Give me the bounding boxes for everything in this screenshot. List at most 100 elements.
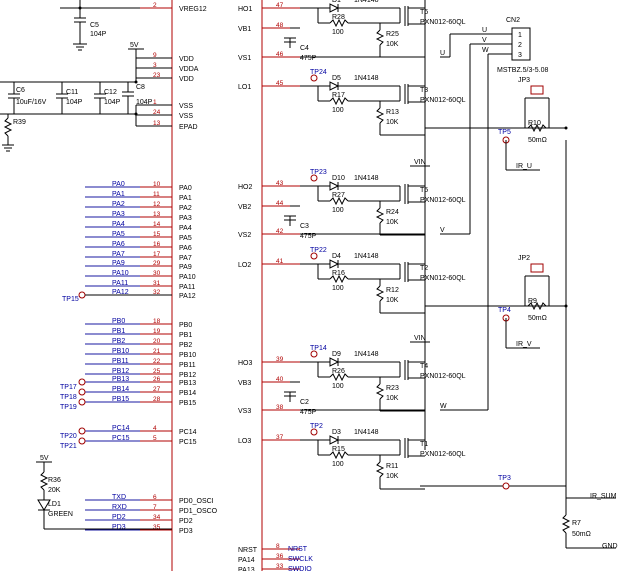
driver-pin-num: 48 bbox=[276, 22, 284, 29]
mcu-pin-num: 5 bbox=[153, 435, 157, 442]
gate-resistor-value: 100 bbox=[332, 461, 344, 468]
driver-pin-name: LO2 bbox=[238, 262, 251, 269]
mcu-pin-num: 13 bbox=[153, 120, 161, 127]
mcu-pin-name: PD3 bbox=[179, 528, 193, 535]
gate-resistor-ref: R16 bbox=[332, 270, 345, 277]
vin-label: VIN bbox=[414, 335, 426, 342]
gs-resistor-value: 10K bbox=[386, 473, 399, 480]
driver-pin-num: 47 bbox=[276, 2, 284, 9]
mcu-pin-name: PB11 bbox=[179, 362, 196, 369]
mcu-pin-num: 20 bbox=[153, 338, 161, 345]
driver-pin-name: HO1 bbox=[238, 6, 253, 13]
hs-testpoint-label: TP23 bbox=[310, 169, 327, 176]
mcu-pin-name: PB13 bbox=[179, 380, 196, 387]
mcu-net-label: PA1 bbox=[112, 191, 125, 198]
mcu-pin-num: 23 bbox=[153, 72, 161, 79]
tp20-label: TP20 bbox=[60, 433, 77, 440]
c8-value: 104P bbox=[136, 99, 153, 106]
diode-ref: D1 bbox=[332, 0, 341, 4]
mosfet-ref: T6 bbox=[420, 9, 428, 16]
mcu-pin-num: 29 bbox=[153, 260, 161, 267]
driver-pin-num: 41 bbox=[276, 258, 284, 265]
mcu-pin-name: PA2 bbox=[179, 205, 192, 212]
mcu-pin-num: 24 bbox=[153, 109, 161, 116]
output-rails bbox=[424, 0, 512, 450]
mcu-pin-num: 17 bbox=[153, 251, 161, 258]
driver-pin-name: VB1 bbox=[238, 26, 251, 33]
mcu-net-label: PB15 bbox=[112, 396, 129, 403]
mcu-net-label: PA10 bbox=[112, 270, 129, 277]
bootstrap-cap-value: 475P bbox=[300, 233, 317, 240]
status-led: 5V R36 20K LD1 GREEN bbox=[36, 455, 172, 530]
mcu-pin-num: 1 bbox=[153, 99, 157, 106]
mcu-pin-name: PB0 bbox=[179, 322, 192, 329]
diode-ref: D10 bbox=[332, 175, 345, 182]
c8-ref: C8 bbox=[136, 84, 145, 91]
gs-resistor-ref: R13 bbox=[386, 109, 399, 116]
gate-resistor-value: 100 bbox=[332, 29, 344, 36]
mcu-net-label: PA0 bbox=[112, 181, 125, 188]
mcu-net-label: PB1 bbox=[112, 328, 125, 335]
5v-label: 5V bbox=[130, 42, 139, 49]
mcu-pin-name: PB1 bbox=[179, 332, 192, 339]
shunt-testpoint-label: TP4 bbox=[498, 307, 511, 314]
diode-value: 1N4148 bbox=[354, 175, 379, 182]
cn2-pin1: 1 bbox=[518, 32, 522, 39]
left-testpoints: TP15 TP17 TP18 TP19 TP20 TP21 bbox=[60, 291, 172, 450]
c5-value: 104P bbox=[90, 31, 107, 38]
bootstrap-cap-ref: C3 bbox=[300, 223, 309, 230]
mcu-net-label: PA9 bbox=[112, 260, 125, 267]
gate-resistor-ref: R15 bbox=[332, 446, 345, 453]
cn2-net-u: U bbox=[482, 27, 487, 34]
mcu-pin-num: 6 bbox=[153, 494, 157, 501]
ls-testpoint-label: TP22 bbox=[310, 247, 327, 254]
gate-resistor-ref: R17 bbox=[332, 92, 345, 99]
mcu-pin-name: PB10 bbox=[179, 352, 196, 359]
mcu-pin-num: 16 bbox=[153, 241, 161, 248]
power-decoupling-cluster: 5V C6 10uF/16V C11 104P C12 104P bbox=[0, 42, 172, 152]
c11-ref: C11 bbox=[66, 89, 78, 96]
mosfet-ref: T3 bbox=[420, 87, 428, 94]
mcu-pin-name: PA5 bbox=[179, 235, 192, 242]
mcu-pin-num: 31 bbox=[153, 280, 161, 287]
shunt-net-label: IR_V bbox=[516, 341, 532, 348]
mcu-pin-num: 12 bbox=[153, 201, 161, 208]
mcu-net-label: PA6 bbox=[112, 241, 125, 248]
mcu-net-label: PD3 bbox=[112, 524, 126, 531]
c12-value: 104P bbox=[104, 99, 121, 106]
ir-sum-label: IR_SUM bbox=[590, 493, 617, 500]
r36-ref: R36 bbox=[48, 477, 61, 484]
r36-value: 20K bbox=[48, 487, 61, 494]
gs-resistor-ref: R23 bbox=[386, 385, 399, 392]
gnd-label: GND bbox=[602, 543, 618, 550]
diode-value: 1N4148 bbox=[354, 429, 379, 436]
gs-resistor-ref: R11 bbox=[386, 463, 398, 470]
diode-value: 1N4148 bbox=[354, 75, 379, 82]
mcu-pin-name: PA6 bbox=[179, 245, 192, 252]
mcu-pin-num: 19 bbox=[153, 328, 161, 335]
sum-shunt: TP3 IR_SUM R7 50mΩ GND bbox=[420, 140, 618, 550]
c11-value: 104P bbox=[66, 99, 83, 106]
mosfet-value: PXN012-60QL bbox=[420, 97, 466, 104]
mcu-pin-list: 2VREG129VDD3VDDA23VDD1VSS24VSS13EPAD10PA… bbox=[140, 2, 218, 535]
driver-pin-num: 33 bbox=[276, 563, 284, 570]
mosfet-ref: T5 bbox=[420, 187, 428, 194]
bootstrap-cap-value: 475P bbox=[300, 55, 317, 62]
mcu-net-label: TXD bbox=[112, 494, 126, 501]
bootstrap-cap-ref: C4 bbox=[300, 45, 309, 52]
shunt-ref: R9 bbox=[528, 298, 537, 305]
driver-pin-num: 45 bbox=[276, 80, 284, 87]
mcu-net-label: PC15 bbox=[112, 435, 130, 442]
tp17-label: TP17 bbox=[60, 384, 77, 391]
mosfet-value: PXN012-60QL bbox=[420, 373, 466, 380]
cn2-ref: CN2 bbox=[506, 17, 520, 24]
driver-bottom-net: NRST bbox=[288, 546, 308, 553]
gs-resistor-value: 10K bbox=[386, 219, 399, 226]
mcu-pin-num: 4 bbox=[153, 425, 157, 432]
c6-value: 10uF/16V bbox=[16, 99, 47, 106]
driver-pin-num: 44 bbox=[276, 200, 284, 207]
